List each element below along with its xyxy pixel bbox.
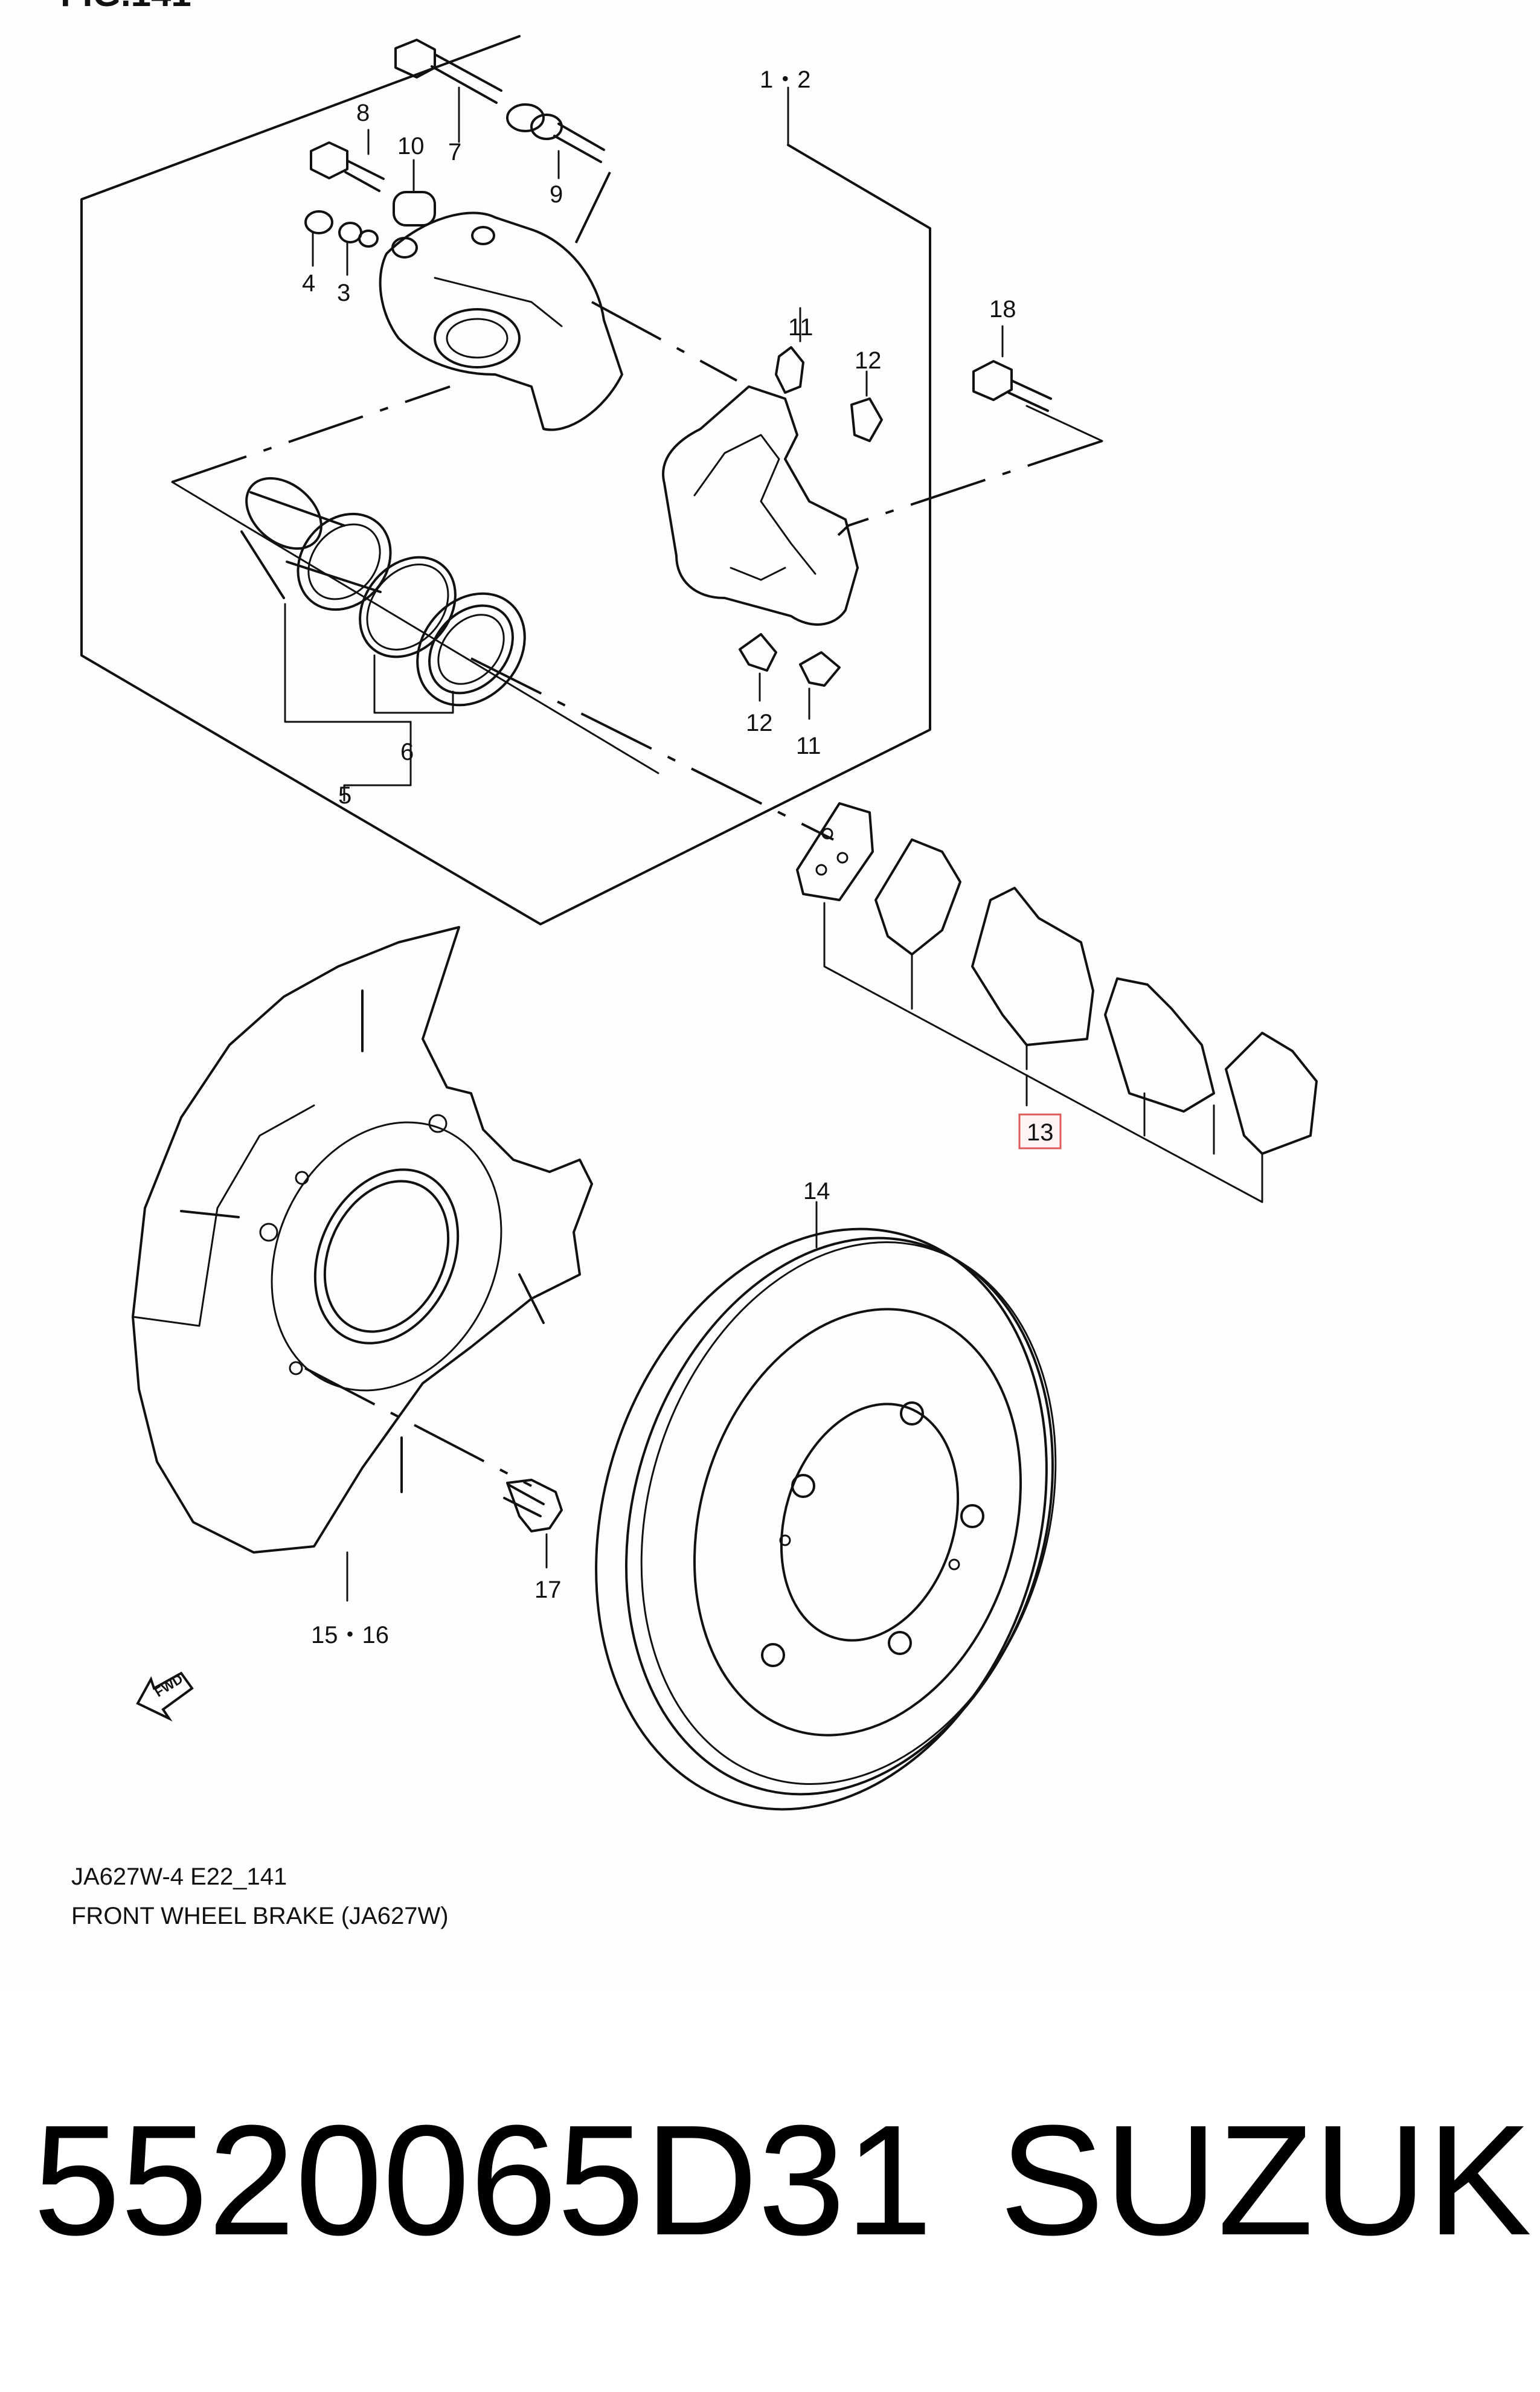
dust-boot-drawing bbox=[416, 592, 526, 707]
callout-3: 3 bbox=[337, 280, 350, 306]
callout-10: 10 bbox=[397, 133, 425, 159]
callout-5: 5 bbox=[338, 782, 351, 809]
clip-12-upper-drawing bbox=[850, 370, 883, 442]
piston-seal-drawing bbox=[359, 556, 457, 658]
callout-8: 8 bbox=[356, 100, 370, 126]
guide-pin-9-drawing bbox=[506, 103, 605, 179]
brake-disc-drawing bbox=[595, 1201, 1057, 1811]
piston-drawing bbox=[240, 477, 392, 611]
callout-11-upper: 11 bbox=[788, 314, 813, 341]
callout-13: 13 bbox=[1027, 1119, 1054, 1146]
clip-12-lower-drawing bbox=[739, 633, 777, 702]
callout-6: 6 bbox=[400, 739, 414, 765]
guide-line-seal bbox=[470, 657, 834, 841]
callout-17: 17 bbox=[534, 1577, 562, 1603]
clip-11-upper-drawing bbox=[775, 307, 804, 394]
brand-name: SUZUKI bbox=[999, 2093, 1540, 2268]
brake-pad-set-drawing bbox=[796, 802, 1318, 1203]
callout-14: 14 bbox=[803, 1178, 830, 1204]
bolt-18-leader bbox=[1025, 405, 1103, 442]
callout-11-lower: 11 bbox=[796, 733, 821, 759]
diagram-caption: FRONT WHEEL BRAKE (JA627W) bbox=[71, 1903, 449, 1929]
figure-title: FIG.141 bbox=[60, 0, 191, 14]
bolt-18-drawing bbox=[972, 325, 1052, 412]
callout-1-2: 1・2 bbox=[760, 66, 811, 93]
bolt-18-guide bbox=[837, 440, 1103, 536]
callout-12-upper: 12 bbox=[855, 347, 882, 374]
dust-shield-drawing bbox=[132, 926, 593, 1602]
callout-7: 7 bbox=[448, 139, 461, 166]
caliper-assembly-frame bbox=[80, 35, 931, 925]
leader-5b bbox=[343, 721, 412, 802]
callout-15-16: 15・16 bbox=[311, 1622, 389, 1648]
bolt-17-drawing bbox=[503, 1479, 563, 1569]
leader-5a bbox=[284, 603, 412, 786]
fwd-arrow-icon: FWD bbox=[136, 1671, 194, 1722]
cap-4-drawing bbox=[304, 210, 333, 267]
guide-line-bracket bbox=[591, 301, 737, 382]
leader-6 bbox=[373, 654, 454, 714]
guide-line-pin bbox=[569, 172, 611, 254]
guide-pin-7-drawing bbox=[394, 39, 502, 143]
caliper-bracket-drawing bbox=[662, 385, 859, 626]
bleeder-3-drawing bbox=[338, 222, 379, 276]
diagram-area bbox=[0, 0, 1540, 1987]
frame-internal-line bbox=[171, 481, 659, 774]
exploded-view-drawing: FIG.141 bbox=[60, 0, 1318, 1811]
bushing-10-drawing bbox=[393, 159, 436, 227]
clip-11-lower-drawing bbox=[799, 651, 841, 720]
part-number: 5520065D31 bbox=[33, 2093, 933, 2268]
bolt-8-drawing bbox=[310, 129, 385, 192]
callout-12-lower: 12 bbox=[746, 710, 773, 736]
guide-line-piston bbox=[172, 385, 451, 483]
callout-13-highlight bbox=[1018, 1113, 1062, 1149]
bolt-17-guide bbox=[304, 1367, 532, 1487]
caliper-body-drawing bbox=[379, 211, 623, 431]
diagram-code: JA627W-4 E22_141 bbox=[71, 1863, 287, 1890]
callout-18: 18 bbox=[989, 296, 1016, 323]
callout-4: 4 bbox=[302, 270, 315, 297]
callout-9: 9 bbox=[550, 181, 563, 208]
